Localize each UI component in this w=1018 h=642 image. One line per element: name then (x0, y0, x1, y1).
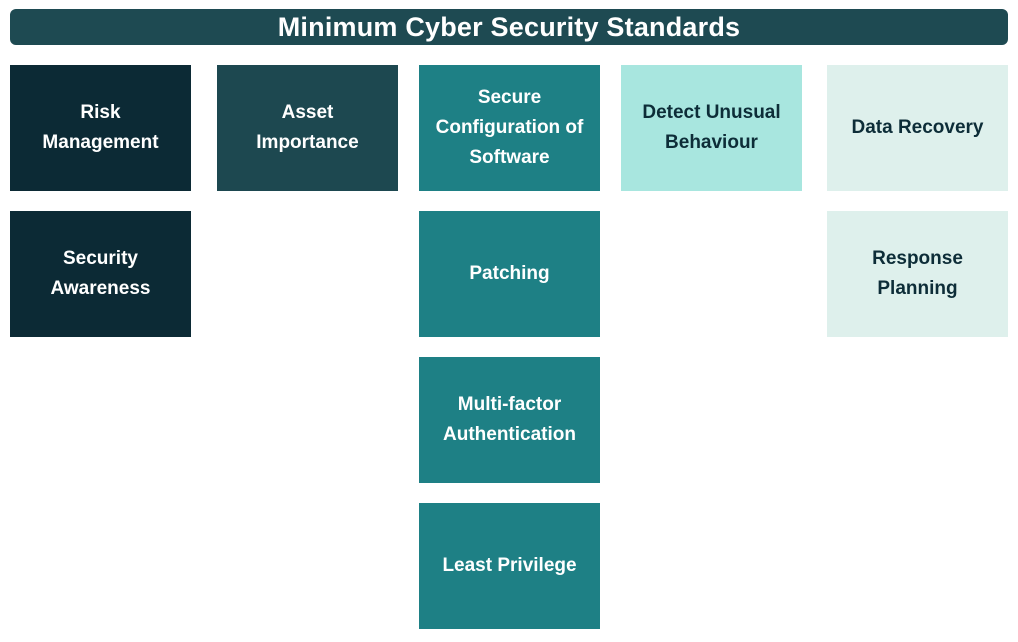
standard-asset-importance: Asset Importance (217, 65, 398, 191)
standard-patching: Patching (419, 211, 600, 337)
standard-response-planning: Response Planning (827, 211, 1008, 337)
diagram-title: Minimum Cyber Security Standards (10, 9, 1008, 45)
standard-security-awareness: Security Awareness (10, 211, 191, 337)
standard-secure-configuration: Secure Configuration of Software (419, 65, 600, 191)
standard-risk-management: Risk Management (10, 65, 191, 191)
standard-data-recovery: Data Recovery (827, 65, 1008, 191)
standard-detect-unusual-behaviour: Detect Unusual Behaviour (621, 65, 802, 191)
standard-multi-factor-authentication: Multi-factor Authentication (419, 357, 600, 483)
standard-least-privilege: Least Privilege (419, 503, 600, 629)
